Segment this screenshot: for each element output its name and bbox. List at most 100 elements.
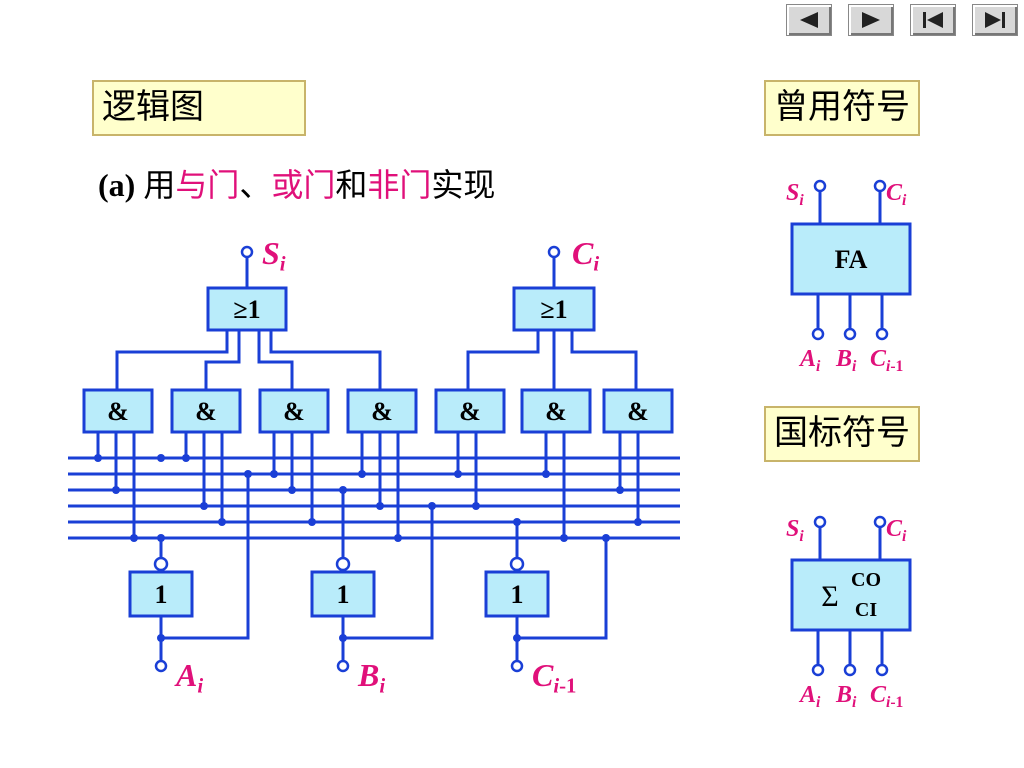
or-gate-sum-label: ≥1 — [233, 295, 260, 324]
prev-button[interactable] — [786, 4, 832, 36]
junction-dot — [182, 454, 190, 462]
and-gate-1-label: & — [107, 397, 129, 426]
subtitle: (a) 用与门、或门和非门实现 — [98, 160, 495, 206]
terminal — [510, 659, 524, 673]
junction-dot — [288, 486, 296, 494]
fa-symbol-body — [790, 222, 912, 296]
not-gate-1-label: 1 — [155, 580, 168, 609]
fa-c-label: Ci — [886, 180, 907, 209]
next-button[interactable] — [848, 4, 894, 36]
and-gate-4-body — [346, 388, 418, 434]
sigma-b-label-subscript: i — [852, 694, 857, 711]
ci-label: CI — [855, 599, 877, 621]
and-gate-7-label: & — [627, 397, 649, 426]
sigma-cin-label-subscript: i — [886, 694, 891, 711]
junction-dot — [376, 502, 384, 510]
sigma-s-label-subscript: i — [799, 528, 804, 545]
sum-signal-label: Si — [262, 235, 286, 275]
junction-dot — [94, 454, 102, 462]
and-gate-7-body — [602, 388, 674, 434]
and-gate-5-label: & — [459, 397, 481, 426]
inversion-bubble — [509, 556, 525, 572]
last-button[interactable] — [972, 4, 1018, 36]
junction-dot — [112, 486, 120, 494]
input-cin-label: Ci-1 — [532, 657, 576, 697]
junction-dot — [513, 634, 521, 642]
junction-dot — [200, 502, 208, 510]
and-gate-6-label: & — [545, 397, 567, 426]
not-gate-2-body — [310, 570, 376, 618]
wire — [115, 330, 229, 390]
wire — [269, 330, 382, 390]
logic-diagram-label: 逻辑图 — [92, 80, 306, 136]
junction-dot — [472, 502, 480, 510]
inversion-bubble — [153, 556, 169, 572]
and-gate-1-body — [82, 388, 154, 434]
fa-cin-label-subscript: i — [886, 358, 891, 375]
terminal — [811, 327, 825, 341]
input-a-label-subscript: i — [197, 674, 203, 697]
first-icon — [923, 12, 943, 28]
terminal — [873, 179, 887, 193]
input-b-label: Bi — [357, 657, 385, 697]
fa-cin-label-subscript-extra: -1 — [890, 358, 903, 375]
junction-dot — [560, 534, 568, 542]
and-gate-5-body — [434, 388, 506, 434]
sigma-b-label: Bi — [835, 682, 857, 711]
terminal — [875, 327, 889, 341]
terminal — [873, 515, 887, 529]
sigma-a-label-subscript: i — [816, 694, 821, 711]
wire — [204, 330, 241, 390]
subtitle-part2: 、 — [239, 167, 272, 203]
junction-dot — [218, 518, 226, 526]
wire — [466, 330, 540, 390]
last-icon — [985, 12, 1005, 28]
co-label: CO — [851, 569, 881, 591]
carry-signal-label-subscript: i — [593, 252, 599, 275]
junction-dot — [428, 502, 436, 510]
carry-signal-label: Ci — [572, 235, 599, 275]
sigma-s-label: Si — [786, 516, 804, 545]
subtitle-prefix: (a) — [98, 167, 136, 203]
sigma-a-label: Ai — [798, 682, 821, 711]
junction-dot — [157, 634, 165, 642]
slide-navigation — [786, 4, 1018, 36]
junction-dot — [513, 518, 521, 526]
subtitle-part1: 用 — [135, 167, 176, 203]
first-button[interactable] — [910, 4, 956, 36]
next-icon — [862, 12, 880, 28]
junction-dots — [94, 454, 642, 642]
junction-dot — [394, 534, 402, 542]
subtitle-part4: 实现 — [431, 167, 496, 203]
subtitle-not-gate: 非门 — [367, 167, 432, 203]
terminal — [336, 659, 350, 673]
fa-a-label-subscript: i — [816, 358, 821, 375]
subtitle-or-gate: 或门 — [271, 167, 336, 203]
terminal — [547, 245, 561, 259]
wire — [517, 538, 608, 640]
terminal — [240, 245, 254, 259]
input-a-label: Ai — [174, 657, 203, 697]
or-gate-sum-body — [206, 286, 288, 332]
and-gate-2-body — [170, 388, 242, 434]
and-gate-3-body — [258, 388, 330, 434]
junction-dot — [244, 470, 252, 478]
junction-dot — [454, 470, 462, 478]
and-gate-3-label: & — [283, 397, 305, 426]
and-gate-6-body — [520, 388, 592, 434]
fa-s-label-subscript: i — [799, 192, 804, 209]
prev-icon — [800, 12, 818, 28]
fa-b-label: Bi — [835, 346, 857, 375]
junction-dot — [308, 518, 316, 526]
junction-dot — [157, 534, 165, 542]
old-symbol-label: 曾用符号 — [764, 80, 920, 136]
junction-dot — [542, 470, 550, 478]
not-gate-3-body — [484, 570, 550, 618]
junction-dot — [602, 534, 610, 542]
junction-dot — [616, 486, 624, 494]
fa-b-label-subscript: i — [852, 358, 857, 375]
